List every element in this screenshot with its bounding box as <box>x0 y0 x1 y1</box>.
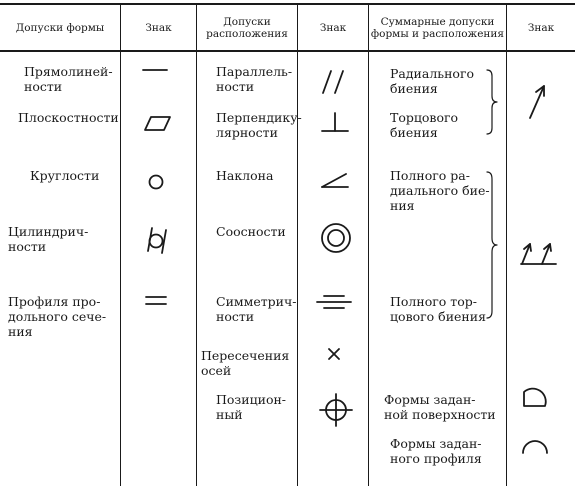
combined-tolerance-axial-runout: Торцового биения <box>390 110 459 140</box>
header-sign-1: Знак <box>145 22 172 34</box>
total-runout-icon <box>520 243 557 265</box>
position-tolerance-parallelism: Параллель- ности <box>216 64 293 94</box>
angularity-icon <box>321 173 349 188</box>
combined-tolerance-surface-profile: Формы задан- ной поверхности <box>384 392 496 422</box>
combined-tolerance-total-radial-runout: Полного ра- диального бие- ния <box>390 168 490 213</box>
column-divider-1 <box>120 4 121 486</box>
combined-tolerance-radial-runout: Радиального биения <box>390 66 475 96</box>
header-sign-3: Знак <box>527 22 555 34</box>
concentricity-icon <box>321 223 351 253</box>
header-position-tolerances: Допуски расположения <box>206 16 288 40</box>
brace-total-runout-group <box>486 171 498 319</box>
column-divider-2 <box>196 4 197 486</box>
top-rule <box>0 3 575 5</box>
position-icon <box>319 393 353 427</box>
surface-profile-icon <box>523 387 547 407</box>
line-profile-icon <box>522 440 548 454</box>
header-rule <box>0 50 575 52</box>
position-tolerance-symmetry: Симметрич- ности <box>216 294 297 324</box>
position-tolerance-position: Позицион- ный <box>216 392 287 422</box>
form-tolerance-cylindricity: Цилиндрич- ности <box>8 224 89 254</box>
combined-tolerance-line-profile: Формы задан- ного профиля <box>390 436 482 466</box>
column-divider-3 <box>297 4 298 486</box>
roundness-icon <box>148 174 164 190</box>
position-tolerance-concentricity: Соосности <box>216 224 286 239</box>
combined-tolerance-total-axial-runout: Полного тор- цового биения <box>390 294 486 324</box>
axis-intersection-icon <box>328 348 340 360</box>
column-divider-4 <box>368 4 369 486</box>
symmetry-icon <box>316 295 352 309</box>
cylindricity-icon <box>147 227 167 254</box>
flatness-icon <box>144 116 171 131</box>
brace-runout-group <box>486 69 498 135</box>
straightness-icon <box>142 69 168 71</box>
perpendicularity-icon <box>321 112 349 132</box>
position-tolerance-angularity: Наклона <box>216 168 274 183</box>
header-sign-2: Знак <box>319 22 347 34</box>
parallelism-icon <box>322 70 344 94</box>
runout-icon <box>529 85 545 119</box>
form-tolerance-flatness: Плоскостности <box>18 110 119 125</box>
column-divider-5 <box>506 4 507 486</box>
position-tolerance-perpendicularity: Перпендику- лярности <box>216 110 302 140</box>
longitudinal-profile-icon <box>145 296 167 305</box>
position-tolerance-axis-intersection: Пересечения осей <box>201 348 290 378</box>
form-tolerance-roundness: Круглости <box>30 168 100 183</box>
header-form-tolerances: Допуски формы <box>15 22 105 34</box>
header-combined-tolerances: Суммарные допуски формы и расположения <box>370 16 505 40</box>
form-tolerance-longitudinal-profile: Профиля про- дольного сече- ния <box>8 294 107 339</box>
form-tolerance-straightness: Прямолиней- ности <box>24 64 113 94</box>
